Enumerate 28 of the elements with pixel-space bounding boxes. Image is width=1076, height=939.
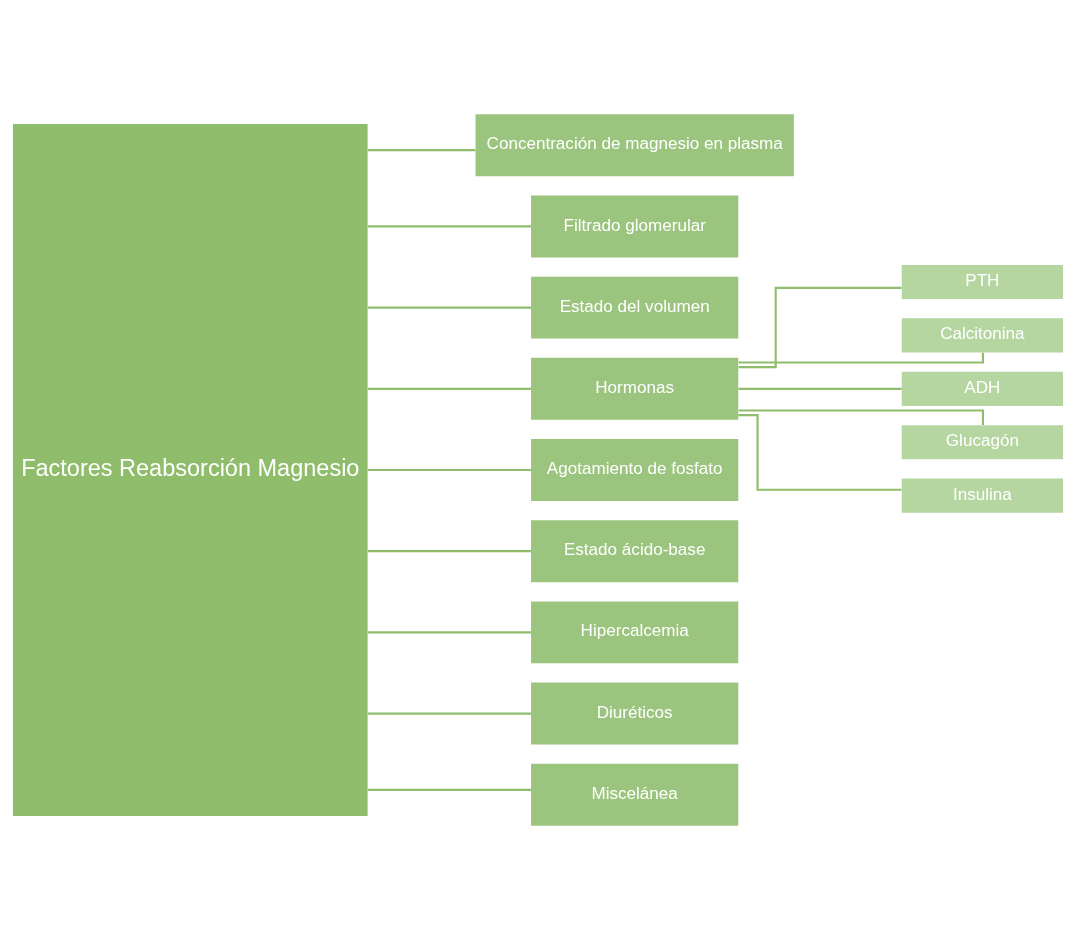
node-box: Factores Reabsorción Magnesio bbox=[12, 123, 368, 816]
connector bbox=[738, 387, 902, 390]
connector bbox=[367, 148, 476, 151]
node-box: Filtrado glomerular bbox=[531, 194, 739, 257]
node-box: Concentración de magnesio en plasma bbox=[475, 113, 794, 176]
node-box: Agotamiento de fosfato bbox=[531, 438, 739, 501]
node-box: Estado del volumen bbox=[531, 276, 739, 339]
connector bbox=[367, 712, 531, 715]
node-box: Miscelánea bbox=[531, 763, 739, 826]
node-box: Estado ácido-base bbox=[531, 519, 739, 582]
connector bbox=[738, 413, 902, 491]
node-box: Glucagón bbox=[901, 424, 1064, 459]
node-box: Hormonas bbox=[531, 357, 739, 420]
node-box: ADH bbox=[901, 371, 1064, 406]
node-box: PTH bbox=[901, 264, 1064, 299]
connector bbox=[367, 549, 531, 552]
node-box: Calcitonina bbox=[901, 317, 1064, 352]
connector bbox=[367, 224, 531, 227]
connector bbox=[367, 387, 531, 390]
node-box: Diuréticos bbox=[531, 682, 739, 745]
connector bbox=[738, 286, 902, 368]
connector bbox=[738, 352, 984, 364]
connector bbox=[367, 468, 531, 471]
node-box: Insulina bbox=[901, 478, 1064, 513]
node-box: Hipercalcemia bbox=[531, 600, 739, 663]
connector bbox=[367, 788, 531, 791]
connector bbox=[367, 306, 531, 309]
connector bbox=[367, 630, 531, 633]
